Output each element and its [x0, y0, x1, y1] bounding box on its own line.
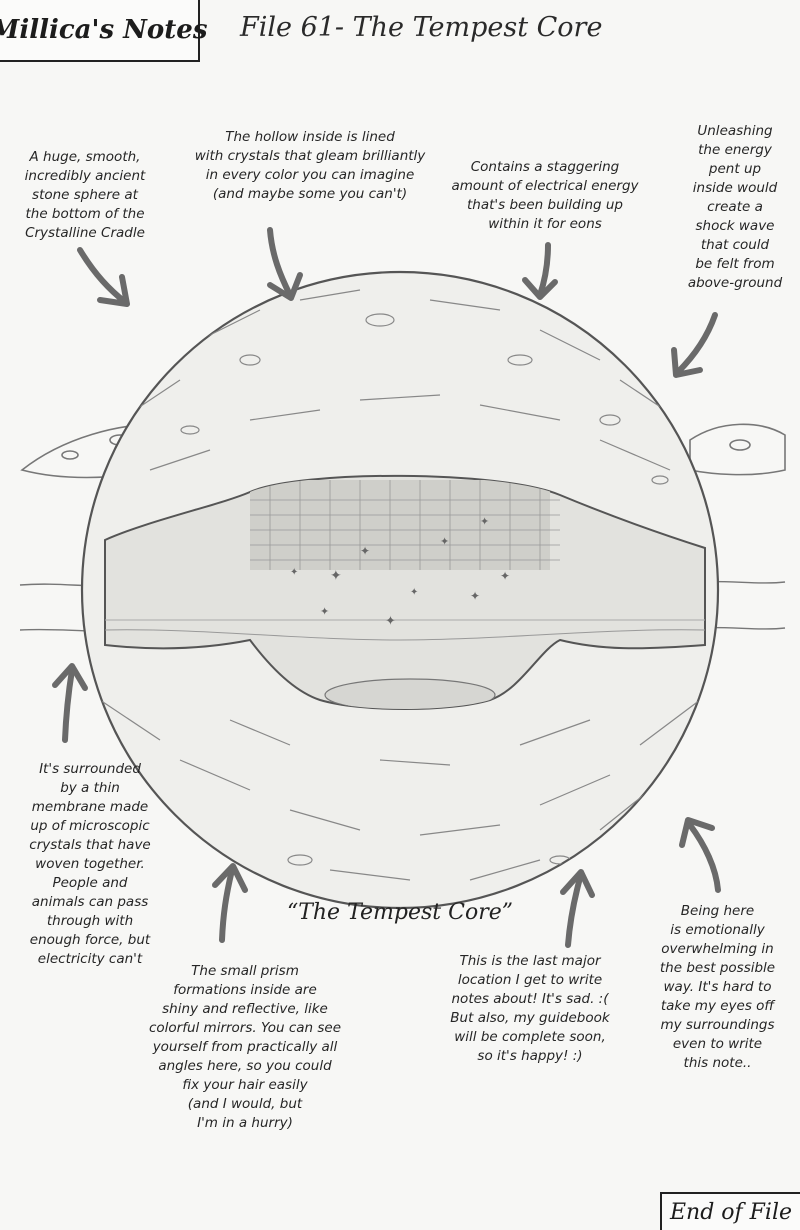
svg-text:✦: ✦	[410, 587, 418, 598]
svg-text:✦: ✦	[385, 614, 396, 629]
header-title: Millica's Notes	[0, 15, 208, 45]
svg-text:✦: ✦	[440, 535, 449, 548]
svg-text:✦: ✦	[330, 568, 342, 584]
arrow-icon-membrane	[52, 663, 88, 743]
note-stone-sphere: A huge, smooth, incredibly ancient stone…	[24, 149, 146, 241]
note-prism-formations: The small prism formations inside are sh…	[148, 963, 342, 1131]
end-of-file-label: End of File	[669, 1199, 793, 1225]
note-hollow-inside: The hollow inside is lined with crystals…	[194, 129, 426, 202]
arrow-icon-last-location	[560, 869, 595, 948]
arrow-icons	[52, 227, 721, 948]
note-last-location: This is the last major location I get to…	[450, 953, 610, 1064]
right-ledge	[689, 423, 786, 476]
arrow-icon-shock-wave	[671, 312, 718, 378]
arrow-icon-emotional	[679, 817, 721, 893]
svg-text:✦: ✦	[500, 569, 510, 583]
svg-text:✦: ✦	[320, 605, 329, 618]
note-membrane: It's surrounded by a thin membrane made …	[29, 761, 151, 967]
svg-text:✦: ✦	[360, 544, 370, 558]
svg-text:✦: ✦	[480, 515, 489, 528]
note-electrical-energy: Contains a staggering amount of electric…	[451, 159, 639, 232]
sketch-caption: “The Tempest Core”	[286, 900, 514, 925]
stone-sphere: ✦ ✦ ✦ ✦ ✦ ✦ ✦ ✦ ✦ ✦	[80, 270, 720, 910]
end-of-file-box: End of File	[660, 1192, 800, 1230]
arrow-icon-electrical-energy	[522, 242, 558, 300]
arrow-icon-hollow-inside	[267, 227, 303, 301]
arrow-icon-stone-sphere	[77, 247, 130, 307]
svg-text:✦: ✦	[470, 589, 480, 603]
note-emotional: Being here is emotionally overwhelming i…	[659, 903, 776, 1071]
notes-header: Millica's Notes	[0, 0, 207, 62]
note-shock-wave: Unleashing the energy pent up inside wou…	[687, 123, 783, 291]
file-title: File 61- The Tempest Core	[240, 12, 603, 43]
svg-text:✦: ✦	[290, 567, 298, 578]
arrow-icon-prism-formations	[212, 863, 248, 943]
